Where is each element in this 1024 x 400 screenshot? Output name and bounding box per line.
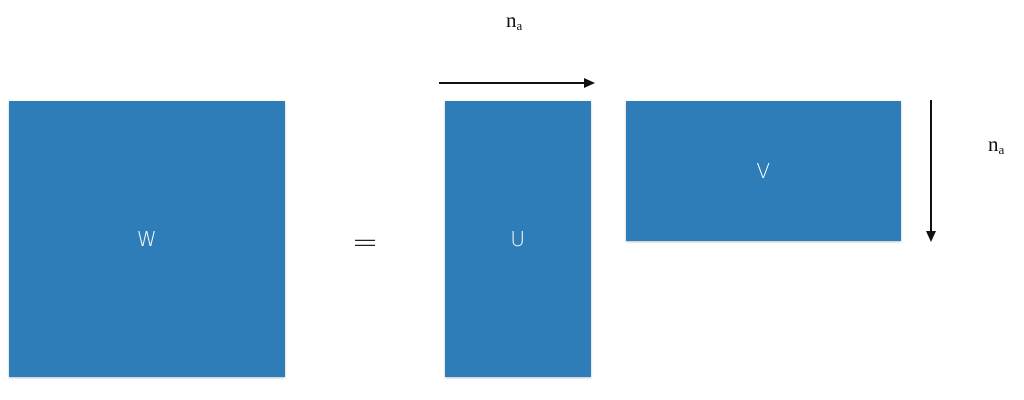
matrix-v-label: V xyxy=(756,159,771,183)
equals-sign: = xyxy=(351,223,379,261)
vertical-arrow xyxy=(926,100,936,242)
matrix-w: W xyxy=(9,101,285,377)
top-dimension-label: na xyxy=(506,8,523,33)
matrix-u-label: U xyxy=(510,227,526,251)
matrix-v: V xyxy=(626,101,901,241)
matrix-u: U xyxy=(445,101,591,377)
right-dimension-label: na xyxy=(988,132,1005,157)
matrix-w-label: W xyxy=(136,227,158,251)
horizontal-arrow xyxy=(439,78,595,88)
